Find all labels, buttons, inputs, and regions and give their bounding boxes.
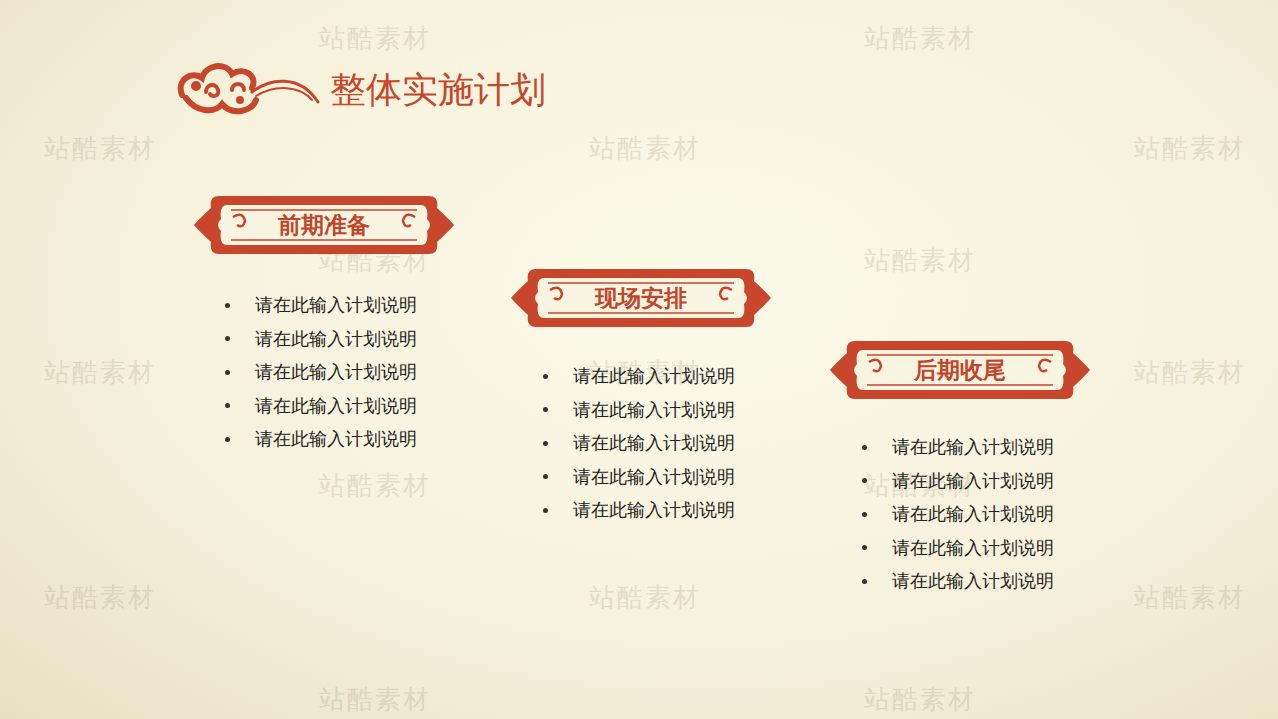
frame-label: 前期准备 bbox=[278, 210, 370, 241]
watermark: 站酷素材 bbox=[44, 131, 156, 166]
plan-item: 请在此输入计划说明 bbox=[573, 364, 735, 388]
bullet-dot bbox=[543, 508, 548, 513]
watermark: 站酷素材 bbox=[864, 21, 976, 56]
watermark: 站酷素材 bbox=[864, 243, 976, 278]
plan-item: 请在此输入计划说明 bbox=[573, 398, 735, 422]
plan-item: 请在此输入计划说明 bbox=[255, 327, 417, 351]
watermark: 站酷素材 bbox=[1134, 580, 1246, 615]
bullet-dot bbox=[225, 336, 230, 341]
bullet-dot bbox=[543, 374, 548, 379]
plan-item: 请在此输入计划说明 bbox=[892, 435, 1054, 459]
watermark: 站酷素材 bbox=[319, 468, 431, 503]
watermark: 站酷素材 bbox=[1134, 355, 1246, 390]
plan-item: 请在此输入计划说明 bbox=[255, 360, 417, 384]
plan-item: 请在此输入计划说明 bbox=[573, 431, 735, 455]
plan-item: 请在此输入计划说明 bbox=[255, 427, 417, 451]
plan-item: 请在此输入计划说明 bbox=[892, 502, 1054, 526]
watermark: 站酷素材 bbox=[589, 131, 701, 166]
title-frame: 现场安排 bbox=[510, 263, 772, 333]
bullet-dot bbox=[862, 478, 867, 483]
bullet-dot bbox=[862, 579, 867, 584]
bullet-dot bbox=[225, 370, 230, 375]
watermark: 站酷素材 bbox=[864, 682, 976, 717]
watermark: 站酷素材 bbox=[44, 580, 156, 615]
bullet-dot bbox=[543, 441, 548, 446]
watermark: 站酷素材 bbox=[44, 355, 156, 390]
frame-label: 现场安排 bbox=[595, 283, 687, 314]
bullet-dot bbox=[225, 403, 230, 408]
slide-title: 整体实施计划 bbox=[330, 66, 546, 115]
watermark: 站酷素材 bbox=[589, 580, 701, 615]
bullet-dot bbox=[862, 512, 867, 517]
bullet-dot bbox=[862, 445, 867, 450]
frame-label: 后期收尾 bbox=[914, 355, 1006, 386]
cloud-ornament bbox=[181, 66, 318, 111]
plan-item: 请在此输入计划说明 bbox=[573, 498, 735, 522]
plan-item: 请在此输入计划说明 bbox=[892, 536, 1054, 560]
plan-item: 请在此输入计划说明 bbox=[255, 293, 417, 317]
watermark: 站酷素材 bbox=[319, 682, 431, 717]
title-frame: 前期准备 bbox=[193, 190, 455, 260]
watermark: 站酷素材 bbox=[1134, 131, 1246, 166]
plan-item: 请在此输入计划说明 bbox=[255, 394, 417, 418]
bullet-dot bbox=[862, 545, 867, 550]
bullet-dot bbox=[225, 437, 230, 442]
watermark: 站酷素材 bbox=[319, 21, 431, 56]
bullet-dot bbox=[543, 407, 548, 412]
plan-item: 请在此输入计划说明 bbox=[892, 569, 1054, 593]
bullet-dot bbox=[225, 303, 230, 308]
bullet-dot bbox=[543, 474, 548, 479]
plan-item: 请在此输入计划说明 bbox=[892, 469, 1054, 493]
title-frame: 后期收尾 bbox=[829, 335, 1091, 405]
plan-item: 请在此输入计划说明 bbox=[573, 465, 735, 489]
